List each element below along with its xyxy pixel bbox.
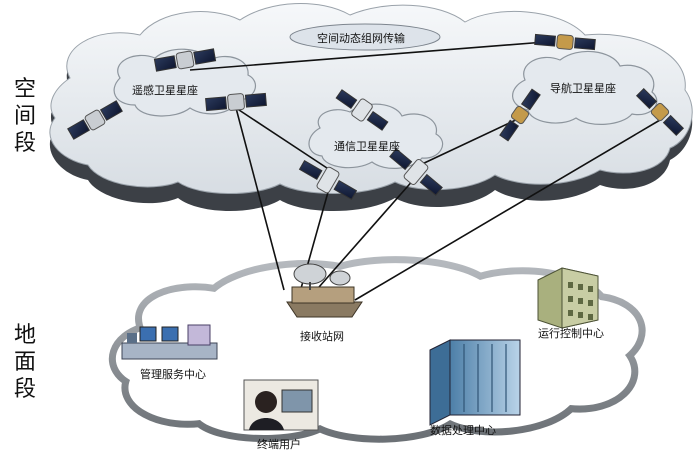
data-processing-center-label: 数据处理中心 bbox=[430, 424, 496, 437]
receiving-station-label: 接收站网 bbox=[300, 330, 344, 343]
ground-segment-label: 地 面 段 bbox=[14, 322, 36, 403]
network-transmission-pill bbox=[289, 23, 441, 51]
management-service-center-label: 管理服务中心 bbox=[140, 368, 206, 381]
satellite-rs-1 bbox=[153, 48, 217, 72]
satellite-comm-right bbox=[389, 148, 443, 196]
satellite-nav-right bbox=[635, 87, 685, 137]
operation-control-building-icon bbox=[537, 267, 599, 329]
space-segment-char-3: 段 bbox=[14, 131, 37, 156]
communication-constellation-label: 通信卫星星座 bbox=[334, 140, 400, 153]
link-comm-ground-b bbox=[311, 177, 416, 296]
network-transmission-label: 空间动态组网传输 bbox=[317, 32, 405, 45]
satellite-comm-top bbox=[335, 89, 389, 131]
terminal-users-label: 终端用户 bbox=[257, 438, 301, 451]
data-processing-center-icon bbox=[429, 339, 521, 426]
space-segment-char-2: 间 bbox=[14, 104, 37, 129]
space-segment-label: 空 间 段 bbox=[14, 76, 36, 157]
operation-control-center-label: 运行控制中心 bbox=[538, 327, 604, 340]
satellite-nav-top bbox=[534, 33, 596, 51]
space-segment-char-1: 空 bbox=[14, 77, 37, 102]
terminal-user-icon bbox=[243, 379, 319, 431]
ground-segment-char-2: 面 bbox=[14, 350, 37, 375]
link-rs-comm bbox=[235, 107, 331, 171]
satellite-rs-3 bbox=[205, 92, 267, 112]
ground-segment-char-3: 段 bbox=[14, 377, 37, 402]
link-nav-ground bbox=[354, 119, 661, 301]
receiving-station-icon bbox=[286, 263, 363, 318]
link-rs-ground bbox=[235, 107, 285, 291]
navigation-constellation-label: 导航卫星星座 bbox=[550, 82, 616, 95]
satellite-comm-left bbox=[298, 159, 358, 201]
link-comm-nav bbox=[419, 117, 521, 166]
management-center-icon bbox=[121, 324, 218, 360]
link-rs-nav bbox=[189, 41, 546, 71]
ground-segment-char-1: 地 bbox=[14, 323, 37, 348]
remote-sensing-constellation-label: 遥感卫星星座 bbox=[132, 84, 198, 97]
satellite-rs-2 bbox=[67, 100, 123, 140]
satellite-nav-left bbox=[499, 88, 541, 142]
